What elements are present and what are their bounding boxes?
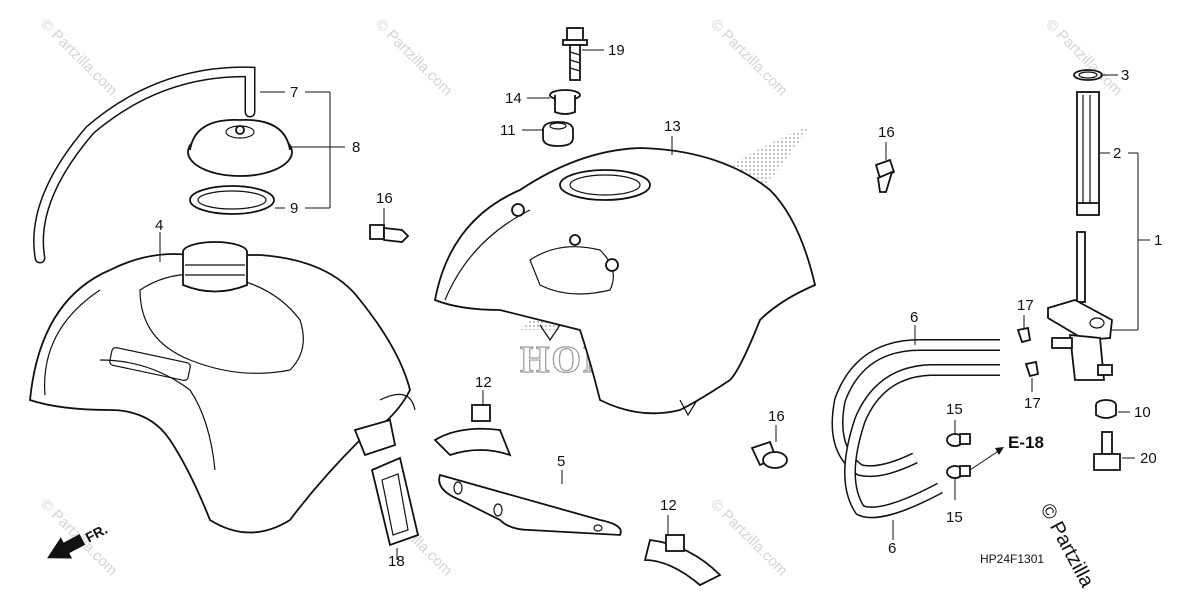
watermark-text: © Partzilla.com	[707, 16, 790, 99]
callout-14: 14	[505, 90, 522, 107]
callout-5: 5	[557, 453, 565, 470]
band-part-12-lower	[643, 534, 722, 587]
callout-17-lower: 17	[1024, 395, 1041, 412]
strainer-part-2	[1076, 91, 1100, 216]
callout-16-top: 16	[878, 124, 895, 141]
cap-gasket-part-9	[189, 185, 275, 215]
watermark-text: © Partzilla.com	[37, 16, 120, 99]
grommet-part-11	[542, 121, 574, 147]
watermark-text: © Partzilla.com	[707, 496, 790, 579]
collar-part-14	[549, 89, 581, 115]
nut-part-10	[1095, 399, 1117, 419]
watermark-text: © Partzilla.com	[1042, 16, 1125, 99]
clip-part-16-top	[874, 158, 896, 193]
fuel-tank-part-4	[29, 241, 416, 534]
callout-16-bottom: 16	[768, 408, 785, 425]
o-ring-part-3	[1073, 69, 1103, 81]
callout-13: 13	[664, 118, 681, 135]
section-reference-label: E-18	[1008, 433, 1044, 452]
drawing-code: HP24F1301	[980, 552, 1044, 566]
fuel-cap-part-8	[187, 119, 293, 177]
bolt-part-19	[562, 27, 588, 81]
callout-12-upper: 12	[475, 374, 492, 391]
bracket-part-5	[438, 473, 622, 536]
clip-part-16-bottom	[750, 440, 788, 469]
callout-15-upper: 15	[946, 401, 963, 418]
callout-18: 18	[388, 553, 405, 570]
fuel-valve-part-1	[1047, 231, 1113, 381]
clip-part-17	[1016, 326, 1040, 378]
clamp-part-15-upper	[946, 433, 971, 447]
callout-6-upper: 6	[910, 309, 918, 326]
callout-15-lower: 15	[946, 509, 963, 526]
callout-10: 10	[1134, 404, 1151, 421]
callout-2: 2	[1113, 145, 1121, 162]
callout-4: 4	[155, 217, 163, 234]
copyright-text: © Partzilla	[1036, 500, 1099, 592]
callout-20: 20	[1140, 450, 1157, 467]
callout-3: 3	[1121, 67, 1129, 84]
callout-9: 9	[290, 200, 298, 217]
callout-17-upper: 17	[1017, 297, 1034, 314]
callout-19: 19	[608, 42, 625, 59]
callout-6-lower: 6	[888, 540, 896, 557]
clamp-part-15-lower	[946, 465, 971, 479]
fuel-tube-part-6	[831, 339, 1000, 519]
callout-7: 7	[290, 84, 298, 101]
band-part-12-upper	[433, 404, 512, 457]
callout-8: 8	[352, 139, 360, 156]
strap-part-18	[370, 456, 420, 547]
bolt-part-20	[1093, 431, 1121, 471]
callout-16-left: 16	[376, 190, 393, 207]
leader-lines	[159, 49, 1150, 560]
watermark-text: © Partzilla.com	[372, 16, 455, 99]
callout-12-lower: 12	[660, 497, 677, 514]
callout-labels: 7 8 9 4 19 14 11 13 16 16 16 12 12 5 18 …	[155, 42, 1162, 570]
clip-part-16-left	[369, 224, 410, 243]
tank-cover-part-13	[433, 147, 817, 417]
callout-11: 11	[500, 122, 516, 139]
callout-1: 1	[1154, 232, 1162, 249]
